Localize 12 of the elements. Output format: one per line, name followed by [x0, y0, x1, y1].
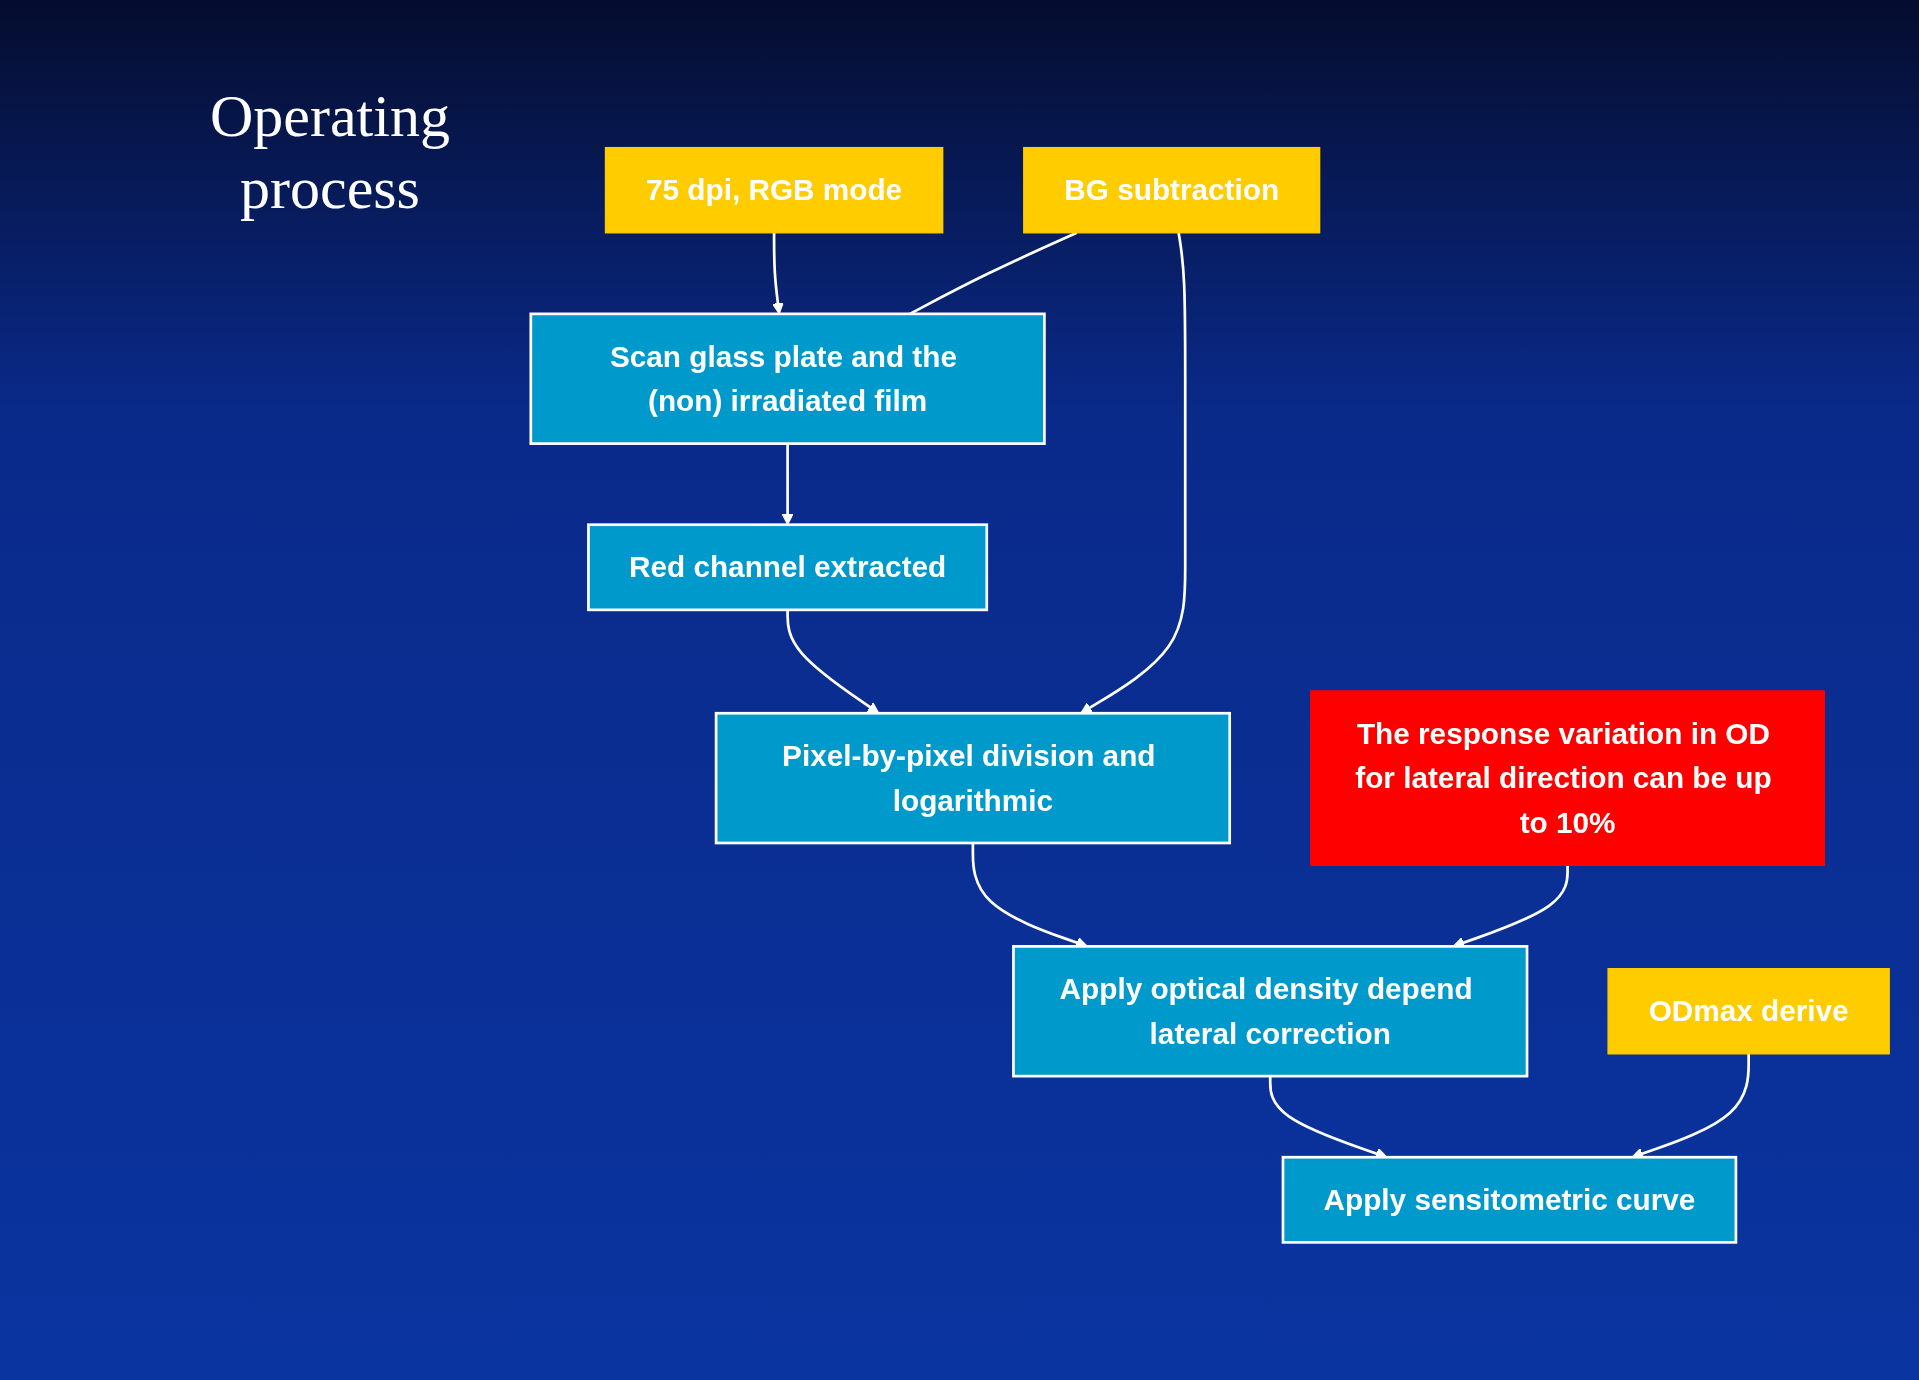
node-box: The response variation in OD for lateral direction can be up to 10%	[1310, 690, 1826, 866]
node-box: Pixel-by-pixel division and logarithmic	[714, 711, 1232, 845]
node-box: Scan glass plate and the (non) irradiated film	[529, 312, 1046, 445]
arrow	[1080, 232, 1187, 714]
node-box: Red channel extracted	[587, 523, 989, 612]
node-box: Apply sensitometric curve	[1281, 1155, 1738, 1244]
node-box: ODmax derive	[1607, 968, 1890, 1055]
arrow	[786, 609, 880, 714]
title: Operating process	[209, 82, 451, 223]
node-box: Apply optical density depend lateral correction	[1012, 945, 1529, 1078]
node-box: 75 dpi, RGB mode	[604, 146, 944, 234]
node-box: BG subtraction	[1023, 146, 1321, 234]
